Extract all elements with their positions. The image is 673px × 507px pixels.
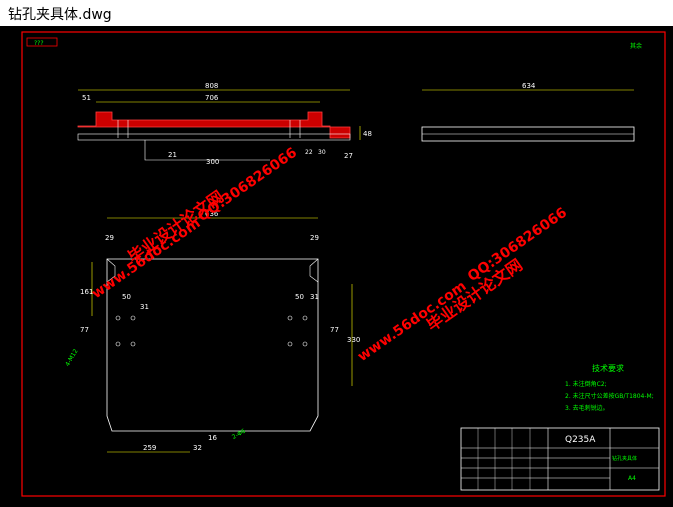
dim-30: 30	[318, 149, 326, 156]
section-body	[77, 111, 351, 139]
dim-77-left: 77	[80, 326, 89, 334]
dim-50-left: 50	[122, 293, 131, 301]
dim-48: 48	[363, 130, 372, 138]
dim-161: 161	[80, 288, 93, 296]
dim-636: 636	[205, 210, 219, 218]
corner-tag-box	[26, 37, 58, 47]
side-view: 634	[421, 82, 635, 142]
plan-view: 636 29 29 161 77 77 330 50 31 50 31 4-M1…	[64, 210, 360, 453]
hole-callout-left: 4-M12	[64, 348, 80, 368]
corner-tag: ???	[34, 40, 44, 47]
dim-22: 22	[305, 149, 313, 156]
dim-259: 259	[143, 444, 156, 452]
svg-text:QQ:306826066: QQ:306826066	[195, 145, 300, 225]
dim-51: 51	[82, 94, 91, 102]
dim-16: 16	[208, 434, 217, 442]
dim-634: 634	[522, 82, 536, 90]
plate-outline	[106, 258, 319, 432]
dim-21: 21	[168, 151, 177, 159]
dim-31-left: 31	[140, 303, 149, 311]
dim-27: 27	[344, 152, 353, 160]
dim-32: 32	[193, 444, 202, 452]
dim-300: 300	[206, 158, 219, 166]
tech-req-item-2: 2. 未注尺寸公差按GB/T1804-M;	[565, 392, 654, 400]
title-block: Q235A 钻孔夹具体 A4	[460, 427, 660, 491]
roughness-note: 其余	[630, 42, 642, 50]
material: Q235A	[565, 435, 596, 445]
watermark-left: 毕业设计论文网 www.56doc.com QQ:306826066	[89, 145, 300, 302]
window-titlebar: 钻孔夹具体.dwg	[0, 0, 673, 26]
cad-drawing-canvas[interactable]: ??? 其余 808 706 51 48 27 21 300 22 30 634	[0, 26, 673, 503]
watermark-right: 毕业设计论文网 www.56doc.com QQ:306826066	[355, 205, 570, 365]
hole-callout-right: 2-Φ6	[231, 428, 247, 441]
dim-330: 330	[347, 336, 360, 344]
cad-drawing[interactable]: ??? 其余 808 706 51 48 27 21 300 22 30 634	[0, 26, 673, 503]
dim-29-left: 29	[105, 234, 114, 242]
dim-808: 808	[205, 82, 218, 90]
tech-req-item-3: 3. 去毛刺锐边。	[565, 404, 609, 412]
tech-req-item-1: 1. 未注倒角C2;	[565, 380, 607, 388]
dim-29-right: 29	[310, 234, 319, 242]
drawing-name: 钻孔夹具体	[612, 455, 637, 462]
tech-req-title: 技术要求	[592, 363, 624, 373]
dim-77-right: 77	[330, 326, 339, 334]
dim-50-right: 50	[295, 293, 304, 301]
base-line	[77, 133, 351, 141]
technical-requirements: 技术要求 1. 未注倒角C2; 2. 未注尺寸公差按GB/T1804-M; 3.…	[565, 363, 654, 412]
dim-31-right: 31	[310, 293, 319, 301]
sheet-size: A4	[628, 475, 636, 482]
window-title: 钻孔夹具体.dwg	[8, 7, 112, 23]
drawing-frame	[21, 31, 666, 497]
front-section-view: 808 706 51 48 27 21 300 22 30	[77, 82, 372, 166]
dim-706: 706	[205, 94, 219, 102]
